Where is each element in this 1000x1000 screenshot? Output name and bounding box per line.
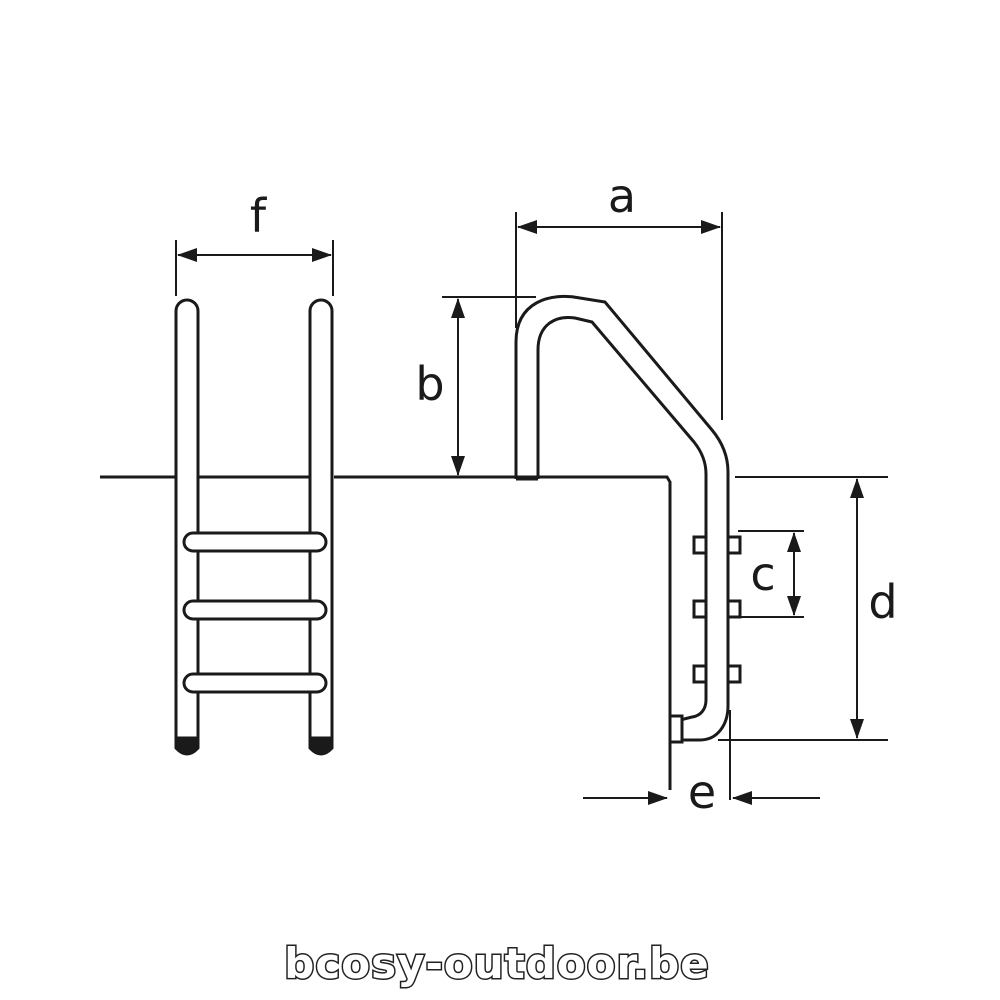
- step-tread-3-right: [726, 664, 742, 684]
- label-e: e: [688, 765, 716, 819]
- handrail-foot: [668, 714, 684, 744]
- dimension-lines: [175, 212, 888, 805]
- label-f: f: [250, 189, 268, 243]
- label-b: b: [415, 357, 444, 411]
- step-tread-3-left: [692, 664, 708, 684]
- step-tread-2-left: [692, 599, 708, 619]
- ladder-step-3: [182, 672, 328, 694]
- step-tread-1-right: [726, 535, 742, 555]
- side-view-ladder: [514, 294, 742, 744]
- rail-foot-right: [308, 736, 334, 756]
- label-c: c: [750, 547, 775, 601]
- front-view-ladder: [174, 298, 334, 756]
- label-d: d: [868, 575, 897, 629]
- dimension-labels: f a b c d e: [250, 169, 898, 819]
- rail-foot-left: [174, 736, 200, 756]
- step-tread-1-left: [692, 535, 708, 555]
- pool-edge: [100, 475, 672, 790]
- handrail-inner: [536, 315, 708, 722]
- ladder-step-1: [182, 531, 328, 553]
- handrail-outer: [514, 294, 730, 742]
- label-a: a: [608, 169, 636, 223]
- pool-wall: [334, 475, 672, 790]
- ladder-step-2: [182, 599, 328, 621]
- step-tread-2-right: [726, 599, 742, 619]
- watermark: bcosy-outdoor.be: [284, 939, 709, 988]
